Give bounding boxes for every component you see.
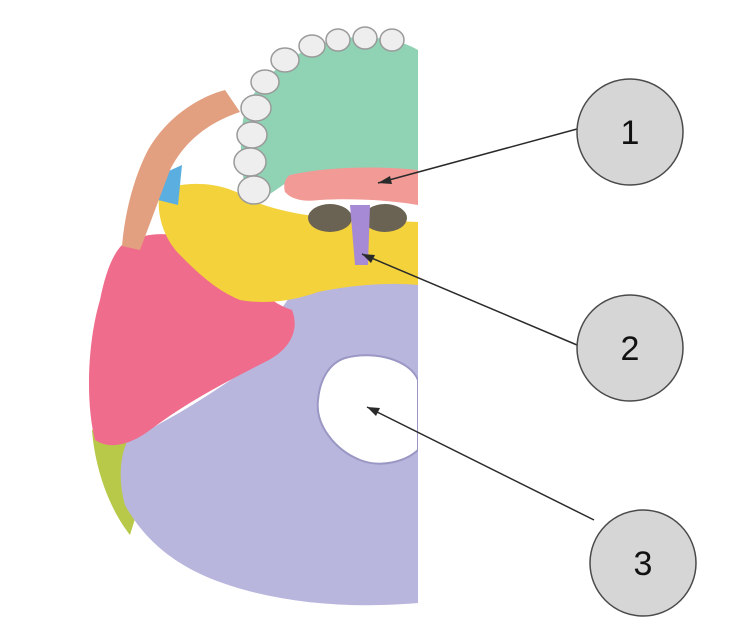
maxilla-bone	[240, 37, 418, 206]
zygomatic-bone	[122, 90, 240, 250]
arrowhead-3	[367, 407, 380, 416]
callout-label-1: 1	[621, 114, 640, 152]
occipital-bone	[120, 273, 418, 606]
leader-line-2	[361, 253, 578, 346]
leader-line-1	[377, 128, 578, 184]
callout-label-2: 2	[621, 330, 640, 368]
callout-label-3: 3	[634, 545, 653, 583]
foramen-magnum	[316, 354, 419, 465]
leader-line-3	[366, 406, 595, 521]
callout-1: 1	[576, 78, 684, 186]
right-choana	[363, 204, 407, 232]
teeth-row	[233, 26, 405, 205]
callout-circle	[576, 294, 684, 402]
callout-3: 3	[589, 509, 697, 617]
sphenoid-bone	[158, 183, 419, 303]
left-choana	[308, 204, 352, 232]
vomer-bone	[350, 205, 370, 265]
callout-2: 2	[576, 294, 684, 402]
palatine-bone	[284, 167, 418, 205]
arrowhead-2	[362, 254, 375, 263]
callout-circle	[589, 509, 697, 617]
callout-circle	[576, 78, 684, 186]
arrowhead-1	[378, 176, 392, 184]
